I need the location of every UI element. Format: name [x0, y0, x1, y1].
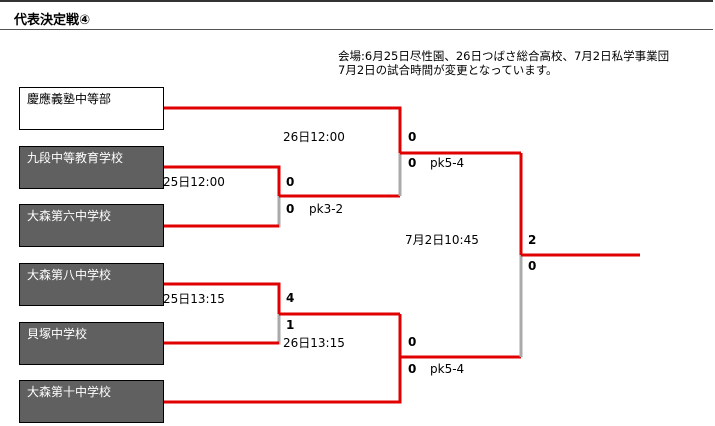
team-box-keio[interactable]: 慶應義塾中等部 [19, 87, 164, 130]
team-box-omori6[interactable]: 大森第六中学校 [19, 204, 164, 247]
team-name: 大森第六中学校 [27, 209, 112, 223]
team-name: 九段中等教育学校 [27, 151, 124, 165]
team-name: 貝塚中学校 [27, 327, 88, 341]
match1-score-top: 0 [286, 175, 295, 189]
line-omori6 [164, 196, 281, 228]
match4-time: 26日13:15 [283, 336, 345, 350]
team-name: 大森第八中学校 [27, 268, 112, 282]
match3-pk: pk5-4 [430, 156, 465, 170]
match4-pk: pk5-4 [430, 362, 465, 376]
match3-score-bottom: 0 [408, 156, 417, 170]
venue-line-2: 7月2日の試合時間が変更となっています。 [338, 63, 558, 77]
match2-time: 25日13:15 [163, 292, 225, 306]
venue-line-1: 会場:6月25日尽性園、26日つばさ総合高校、7月2日私学事業団 [338, 49, 670, 63]
team-name: 大森第十中学校 [27, 385, 112, 399]
match4-score-bottom: 0 [408, 362, 417, 376]
match1-time: 25日12:00 [163, 175, 225, 189]
venue-info: 会場:6月25日尽性園、26日つばさ総合高校、7月2日私学事業団 7月2日の試合… [338, 49, 669, 77]
match2-score-top: 4 [286, 291, 295, 305]
page-title: 代表決定戦④ [14, 13, 91, 28]
match2-score-bottom: 1 [286, 318, 295, 332]
team-box-omori10[interactable]: 大森第十中学校 [19, 380, 164, 423]
line-kudan [164, 165, 281, 196]
line-omori10 [164, 357, 402, 404]
line-omori8 [164, 282, 281, 314]
team-name: 慶應義塾中等部 [27, 92, 112, 106]
final-score-bottom: 0 [528, 259, 537, 273]
match4-score-top: 0 [408, 335, 417, 349]
match1-score-bottom: 0 [286, 202, 295, 216]
final-time: 7月2日10:45 [405, 233, 479, 247]
team-box-kaizuka[interactable]: 貝塚中学校 [19, 322, 164, 365]
match3-time: 26日12:00 [283, 130, 345, 144]
title-bar: 代表決定戦④ [0, 0, 713, 30]
team-box-omori8[interactable]: 大森第八中学校 [19, 263, 164, 306]
line-keio [164, 106, 402, 153]
final-score-top: 2 [528, 233, 537, 247]
match3-score-top: 0 [408, 130, 417, 144]
match1-pk: pk3-2 [309, 202, 344, 216]
team-box-kudan[interactable]: 九段中等教育学校 [19, 146, 164, 189]
line-kaizuka [164, 314, 281, 345]
